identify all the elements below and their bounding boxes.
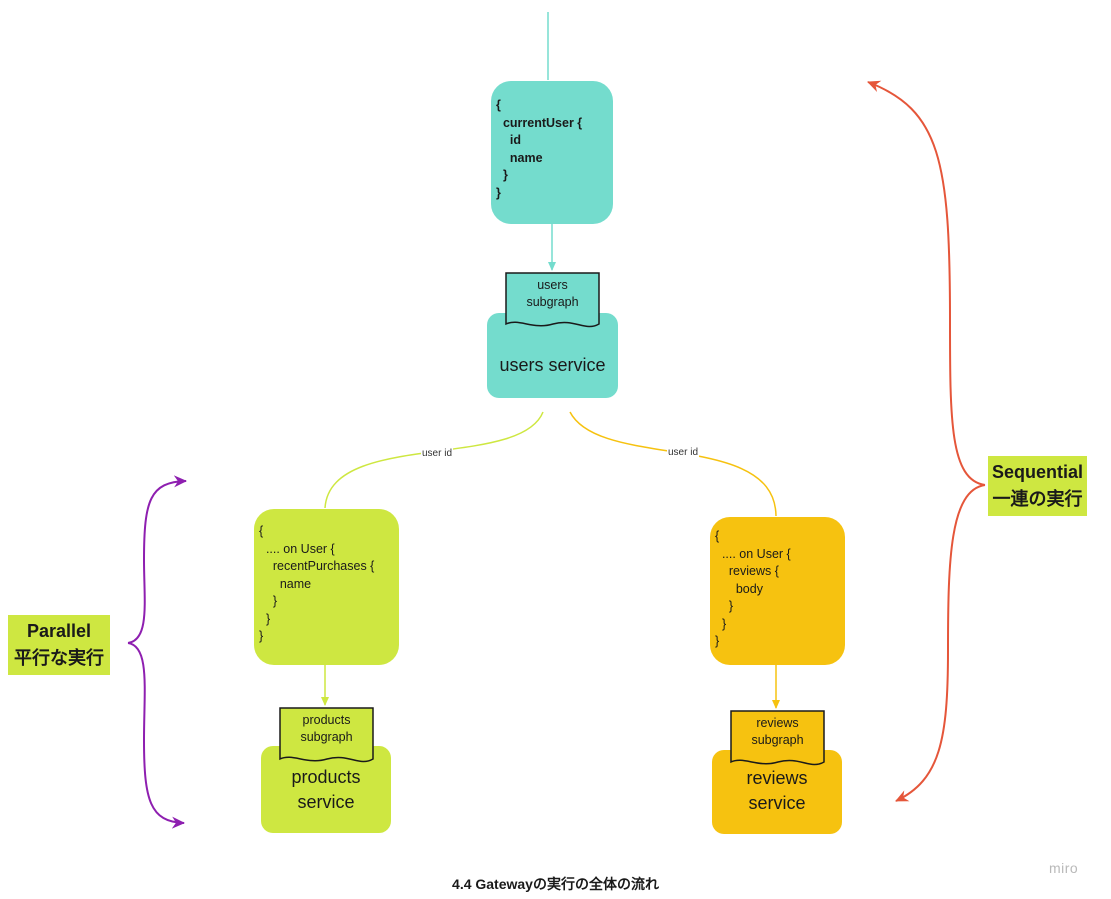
users-query-node[interactable]: { currentUser { id name } } [491, 81, 613, 224]
reviews-subgraph-doc[interactable] [730, 710, 825, 768]
parallel-tag: Parallel 平行な実行 [8, 615, 110, 675]
users-to-reviews-connector [569, 411, 777, 517]
users-subgraph-label: users subgraph [526, 278, 579, 309]
reviews-service-label: reviews service [746, 768, 808, 813]
edge-label-user-id-right: user id [667, 447, 700, 459]
edge-label-user-id-left: user id [421, 448, 454, 460]
reviews-subgraph-label: reviews subgraph [751, 716, 804, 747]
sequential-brace-upper [867, 80, 986, 486]
figure-caption: 4.4 Gatewayの実行の全体の流れ [452, 876, 659, 892]
users-service-label: users service [499, 355, 606, 375]
reviews-query-node[interactable]: { .... on User { reviews { body } } } [710, 517, 845, 665]
products-query-code: { .... on User { recentPurchases { name … [259, 524, 375, 643]
miro-watermark: miro [1049, 860, 1079, 876]
users-to-products-connector [324, 411, 544, 509]
products-service-label: products service [291, 767, 361, 812]
parallel-brace-upper [127, 475, 187, 644]
sequential-brace-lower [895, 484, 986, 802]
users-query-code: { currentUser { id name } } [496, 98, 583, 200]
products-subgraph-doc[interactable] [279, 707, 374, 765]
users-service-node[interactable]: users service [487, 313, 618, 398]
reviews-query-code: { .... on User { reviews { body } } } [715, 529, 791, 648]
users-subgraph-doc[interactable] [505, 272, 600, 330]
parallel-brace-lower [127, 642, 185, 829]
sequential-tag: Sequential 一連の実行 [988, 456, 1088, 516]
products-query-node[interactable]: { .... on User { recentPurchases { name … [254, 509, 399, 665]
products-subgraph-label: products subgraph [300, 713, 353, 744]
